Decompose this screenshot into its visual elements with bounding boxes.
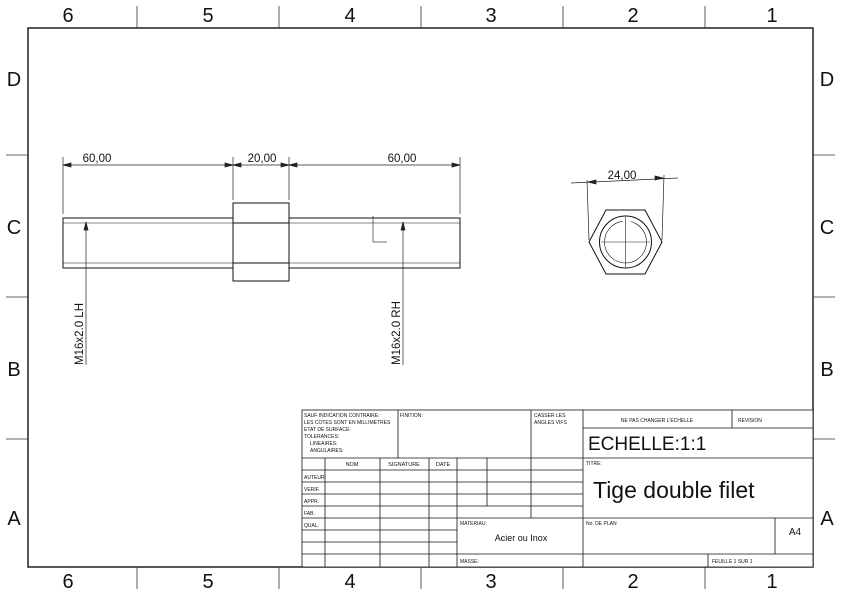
- zone-row-left-A: A: [7, 508, 21, 530]
- thread-callout-right: M16x2.0 RH: [391, 301, 403, 365]
- zone-col-bottom-4: 4: [344, 571, 355, 593]
- materiau-label: MATERIAU:: [460, 521, 487, 527]
- zone-col-top-1: 1: [766, 5, 777, 27]
- scale-value: ECHELLE:1:1: [588, 434, 706, 455]
- zone-ticks: [6, 6, 835, 589]
- row-label-appr: APPR.: [304, 499, 319, 505]
- scale-note: NE PAS CHANGER L'ECHELLE: [621, 418, 694, 424]
- note-line: ETAT DE SURFACE:: [304, 427, 351, 433]
- drawing-title: Tige double filet: [593, 477, 755, 503]
- zone-col-top-4: 4: [344, 5, 355, 27]
- zone-row-right-A: A: [820, 508, 834, 530]
- zone-row-right-D: D: [820, 69, 834, 91]
- dim-collar-width-value: 20,00: [248, 153, 277, 165]
- dim-collar-width: [232, 157, 290, 200]
- row-label-qual: QUAL.: [304, 523, 319, 529]
- casser-label-2: ANGLES VIFS: [534, 420, 567, 426]
- masse-label: MASSE:: [460, 559, 479, 565]
- col-header-date: DATE: [436, 462, 451, 468]
- zone-col-bottom-3: 3: [485, 571, 496, 593]
- dim-across-flats-value: 24,00: [608, 170, 637, 182]
- row-label-verif: VERIF.: [304, 487, 320, 493]
- thread-callout-left-leader: [83, 221, 89, 365]
- thread-callout-left: M16x2.0 LH: [74, 303, 86, 365]
- centerlines: [601, 217, 650, 267]
- dim-right-length-value: 60,00: [388, 153, 417, 165]
- title-block-grid: [301, 409, 814, 568]
- note-line: ANGULAIRES:: [310, 448, 344, 454]
- dim-right-length: [288, 157, 461, 214]
- zone-col-top-5: 5: [202, 5, 213, 27]
- dim-left-length: [62, 157, 234, 214]
- material-value: Acier ou Inox: [495, 533, 548, 543]
- zone-col-top-6: 6: [62, 5, 73, 27]
- paper-format: A4: [789, 527, 802, 538]
- zone-col-bottom-1: 1: [766, 571, 777, 593]
- zone-row-left-D: D: [7, 69, 21, 91]
- dim-across-flats: [570, 174, 679, 241]
- tolerance-notes: SAUF INDICATION CONTRAIRE: LES COTES SON…: [304, 413, 391, 454]
- hex-collar-section: [232, 202, 290, 282]
- col-header-signature: SIGNATURE: [388, 462, 420, 468]
- note-line: LINEAIRES:: [310, 441, 338, 447]
- zone-col-bottom-2: 2: [627, 571, 638, 593]
- zone-row-labels: D C B A D C B A: [7, 69, 835, 530]
- zone-row-left-C: C: [7, 217, 21, 239]
- zone-col-bottom-6: 6: [62, 571, 73, 593]
- note-line: TOLERANCES:: [304, 434, 339, 440]
- title-block: SAUF INDICATION CONTRAIRE: LES COTES SON…: [301, 409, 814, 568]
- zone-column-labels: 6 5 4 3 2 1 6 5 4 3 2 1: [62, 5, 777, 593]
- dim-left-length-value: 60,00: [83, 153, 112, 165]
- thread-callout-right-leader: [400, 221, 406, 365]
- finition-label: FINITION:: [400, 413, 423, 419]
- note-line: SAUF INDICATION CONTRAIRE:: [304, 413, 379, 419]
- thread-outer-circle: [599, 215, 652, 269]
- zone-row-left-B: B: [7, 359, 20, 381]
- left-thread-section: [62, 217, 234, 269]
- row-label-fab: FAB.: [304, 511, 315, 517]
- zone-col-top-3: 3: [485, 5, 496, 27]
- note-line: LES COTES SONT EN MILLIMETRES: [304, 420, 391, 426]
- zone-col-top-2: 2: [627, 5, 638, 27]
- side-view: 60,00 20,00 60,00 M16x2.0 LH M16x2.0: [62, 153, 461, 365]
- titre-label: TITRE:: [586, 461, 602, 467]
- zone-row-right-B: B: [820, 359, 833, 381]
- end-view: 24,00: [570, 170, 679, 275]
- col-header-nom: NOM: [346, 462, 359, 468]
- revision-label: REVISION: [738, 418, 762, 424]
- zone-row-right-C: C: [820, 217, 834, 239]
- right-thread-section: [288, 217, 461, 269]
- zone-col-bottom-5: 5: [202, 571, 213, 593]
- row-label-auteur: AUTEUR: [304, 475, 325, 481]
- no-plan-label: No. DE PLAN: [586, 521, 617, 527]
- casser-label-1: CASSER LES: [534, 413, 566, 419]
- sheet-number: FEUILLE 1 SUR 1: [712, 559, 753, 565]
- origin-mark: [372, 216, 387, 243]
- hex-outline: [588, 209, 663, 275]
